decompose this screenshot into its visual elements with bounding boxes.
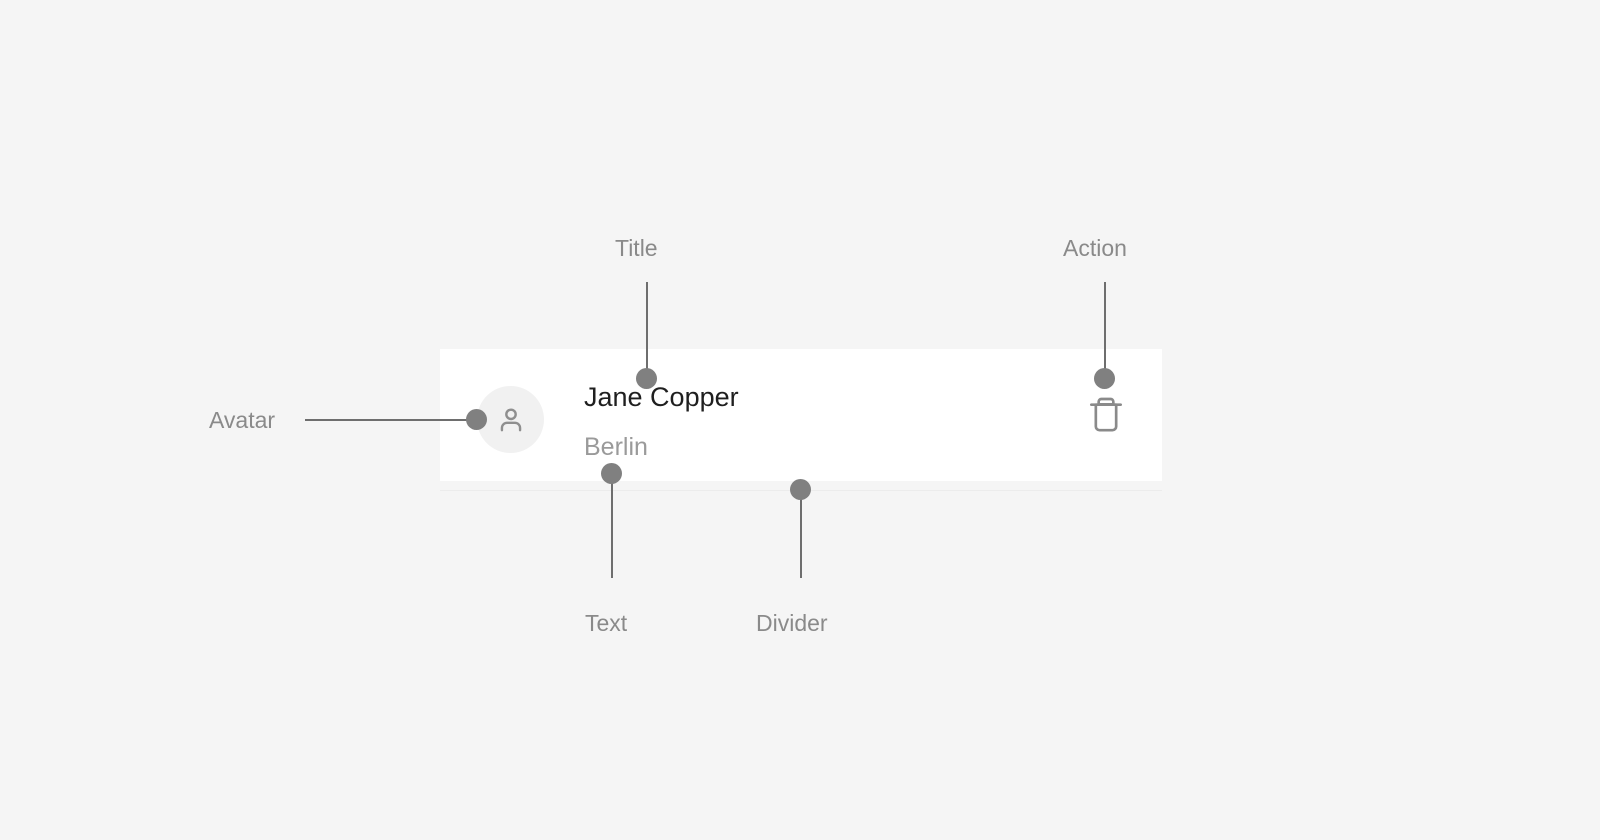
delete-button[interactable]: [1084, 391, 1128, 439]
annotation-label-text: Text: [585, 610, 628, 636]
annotation-line-text: [611, 480, 613, 578]
annotation-dot-text: [601, 463, 622, 484]
annotation-line-title: [646, 282, 648, 372]
list-item-subtitle: Berlin: [584, 433, 648, 461]
annotation-dot-avatar: [466, 409, 487, 430]
annotation-dot-divider: [790, 479, 811, 500]
annotation-line-divider: [800, 496, 802, 578]
avatar[interactable]: [477, 386, 544, 453]
trash-icon: [1086, 393, 1126, 437]
annotation-label-title: Title: [615, 235, 658, 261]
annotation-dot-title: [636, 368, 657, 389]
annotation-label-divider: Divider: [756, 610, 828, 636]
list-item-title: Jane Copper: [584, 382, 739, 412]
annotation-label-avatar: Avatar: [209, 407, 276, 433]
annotation-dot-action: [1094, 368, 1115, 389]
person-icon: [494, 403, 528, 437]
annotation-line-action: [1104, 282, 1106, 372]
annotation-line-avatar: [305, 419, 478, 421]
list-item-card[interactable]: [440, 349, 1162, 481]
annotation-label-action: Action: [1063, 235, 1127, 261]
